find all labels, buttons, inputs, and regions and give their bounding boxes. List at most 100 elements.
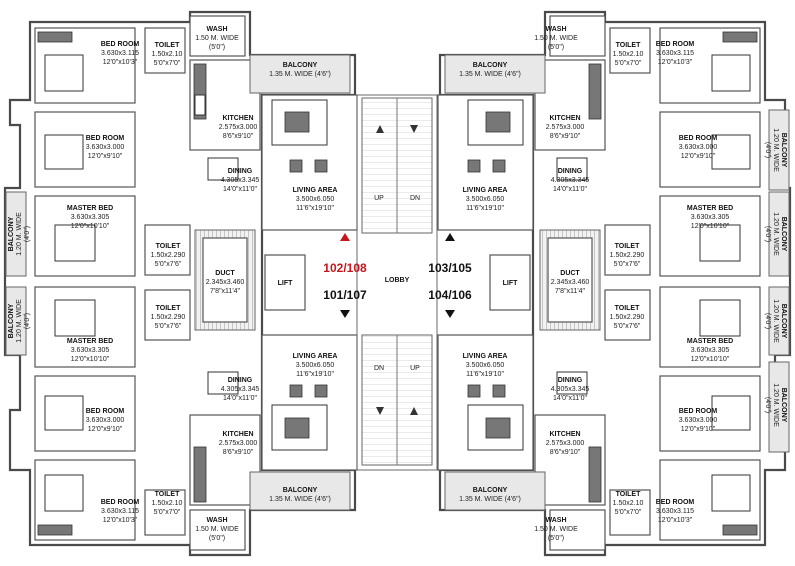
balcony-size: 1.35 M. WIDE (4'6") [269, 496, 331, 503]
toilet-size: 1.50x2.290 [610, 314, 645, 321]
duct-imperial: 7'8"x11'4" [210, 288, 241, 295]
unit-number-102-108: 102/108 [323, 261, 367, 275]
unit-number-101-107: 101/107 [323, 288, 367, 302]
entry-marker-icon [445, 310, 455, 318]
dining-label: DINING [558, 168, 583, 175]
balcony-top-left [249, 54, 351, 94]
master-bed-size: 3.630x3.305 [71, 214, 110, 221]
toilet-size: 1.50x2.10 [613, 51, 644, 58]
side-balcony-imperial: (4'0") [24, 226, 31, 242]
dining-label: DINING [228, 168, 253, 175]
master-bed-imperial: 12'0"x10'10" [691, 223, 730, 230]
wash-imperial: (5'0") [548, 44, 564, 51]
wash-imperial: (5'0") [209, 44, 225, 51]
bed-room-label: BED ROOM [679, 135, 718, 142]
stair-up-arrow-icon [410, 407, 418, 415]
bed-room-label: BED ROOM [101, 499, 140, 506]
wash-label: WASH [207, 517, 228, 524]
duct-size: 2.345x3.460 [206, 279, 245, 286]
master-bed-imperial: 12'0"x10'10" [71, 356, 110, 363]
side-balcony-size: 1.20 M. WIDE [772, 128, 779, 172]
toilet-imperial: 5'0"x7'6" [614, 323, 641, 330]
toilet-label: TOILET [616, 491, 641, 498]
side-balcony-label: BALCONY [780, 304, 787, 339]
dining-imperial: 14'0"x11'0" [223, 186, 257, 193]
toilet-imperial: 5'0"x7'0" [615, 509, 642, 516]
left-wing [3, 10, 358, 557]
master-bed-imperial: 12'0"x10'10" [691, 356, 730, 363]
toilet-bottom-left [144, 489, 186, 536]
master-bed-size: 3.630x3.305 [71, 347, 110, 354]
toilet-label: TOILET [615, 305, 640, 312]
toilet-imperial: 5'0"x7'6" [155, 261, 182, 268]
stair-dn-label: DN [410, 195, 420, 202]
master-bed-size: 3.630x3.305 [691, 214, 730, 221]
bed-furniture [44, 134, 84, 170]
wardrobe [37, 524, 73, 536]
toilet-label: TOILET [156, 305, 181, 312]
balcony-size: 1.35 M. WIDE (4'6") [269, 71, 331, 78]
living-area-size: 3.500x6.050 [296, 196, 335, 203]
bed-room-imperial: 12'0"x9'10" [681, 426, 716, 433]
wash-top-left [189, 15, 246, 57]
balcony-label: BALCONY [283, 62, 318, 69]
stair-dn-label: DN [374, 365, 384, 372]
balcony-label: BALCONY [473, 62, 508, 69]
dining-imperial: 14'0"x11'0" [223, 395, 257, 402]
living-area-label: LIVING AREA [463, 353, 508, 360]
toilet-size: 1.50x2.290 [151, 314, 186, 321]
wash-bottom-left [189, 509, 246, 551]
dining-size: 4.305x3.345 [551, 386, 590, 393]
kitchen-size: 2.575x3.000 [219, 124, 258, 131]
toilet-top-left [144, 27, 186, 74]
living-area-size: 3.500x6.050 [296, 362, 335, 369]
side-balcony-imperial: (4'0") [764, 313, 771, 329]
master-bed-label: MASTER BED [687, 205, 733, 212]
kitchen-imperial: 8'6"x9'10" [550, 133, 581, 140]
living-area-label: LIVING AREA [293, 353, 338, 360]
kitchen-imperial: 8'6"x9'10" [223, 449, 254, 456]
living-area-imperial: 11'6"x19'10" [296, 371, 334, 378]
bed-room-imperial: 12'0"x10'3" [103, 59, 138, 66]
dining-imperial: 14'0"x11'0" [553, 395, 587, 402]
kitchen-size: 2.575x3.000 [219, 440, 258, 447]
bed-furniture [44, 395, 84, 431]
side-balcony-label: BALCONY [780, 217, 787, 252]
living-area-size: 3.500x6.050 [466, 196, 505, 203]
wash-imperial: (5'0") [209, 535, 225, 542]
dining-size: 4.305x3.345 [221, 177, 260, 184]
side-balcony-size: 1.20 M. WIDE [16, 299, 23, 343]
bed-room-label: BED ROOM [86, 135, 125, 142]
side-balcony-size: 1.20 M. WIDE [772, 383, 779, 427]
bed-room-size: 3.630x3.115 [101, 50, 139, 57]
wash-size: 1.50 M. WIDE [534, 35, 578, 42]
side-balcony-label: BALCONY [8, 303, 15, 338]
toilet-size: 1.50x2.10 [152, 500, 183, 507]
side-balcony-imperial: (4'0") [764, 142, 771, 158]
kitchen-label: KITCHEN [222, 115, 253, 122]
dining-size: 4.305x3.345 [551, 177, 590, 184]
central-core [340, 94, 455, 471]
master-bed-imperial: 12'0"x10'10" [71, 223, 110, 230]
duct-label: DUCT [215, 270, 235, 277]
toilet-size: 1.50x2.290 [151, 252, 186, 259]
toilet-mid-left-top [144, 224, 191, 276]
wash-imperial: (5'0") [548, 535, 564, 542]
coffee-table [284, 417, 310, 439]
bed-room-size: 3.630x3.000 [86, 417, 125, 424]
labels: LOBBY UP DN DN UP 102/108 103/105 101/10… [8, 26, 787, 542]
wash-label: WASH [546, 517, 567, 524]
dining-label: DINING [558, 377, 583, 384]
side-balcony-size: 1.20 M. WIDE [772, 299, 779, 343]
duct-label: DUCT [560, 270, 580, 277]
unit-number-104-106: 104/106 [428, 288, 472, 302]
lift-label: LIFT [278, 280, 293, 287]
toilet-imperial: 5'0"x7'6" [155, 323, 182, 330]
tv-unit [289, 384, 303, 398]
balcony-bottom-left [249, 471, 351, 511]
master-bed-label: MASTER BED [67, 205, 113, 212]
lobby-label: LOBBY [385, 277, 410, 284]
lift-left [264, 254, 306, 311]
bed-room-imperial: 12'0"x10'3" [658, 59, 693, 66]
master-bed-label: MASTER BED [687, 338, 733, 345]
